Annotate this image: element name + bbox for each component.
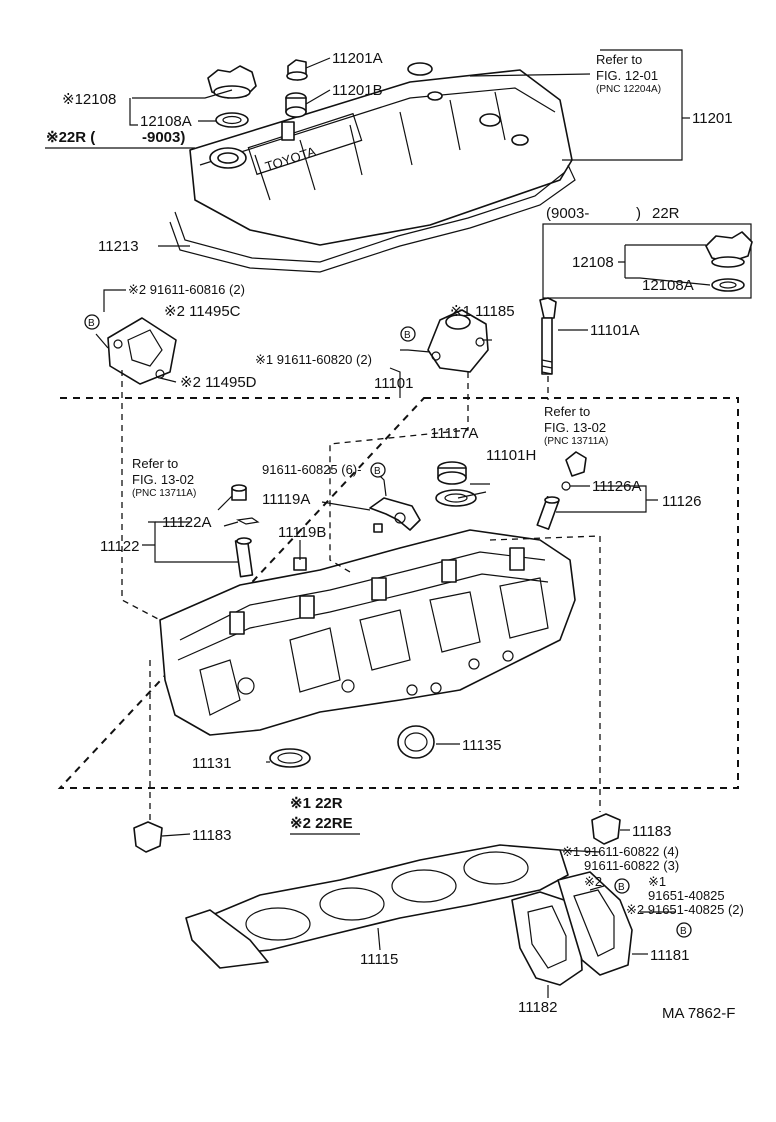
label-bolt-91651-c: ※2 91651-40825 (2) xyxy=(626,902,744,917)
badge-b-3-text: B xyxy=(374,466,381,477)
alignment-lines xyxy=(121,370,601,822)
oil-cap-gasket-12108a xyxy=(215,112,249,128)
badge-b-2: B xyxy=(400,326,416,342)
label-12108-top: ※12108 xyxy=(62,91,116,108)
label-12108a-box: 12108A xyxy=(642,277,694,294)
plate-11181 xyxy=(557,871,633,976)
label-mark-2: ※2 xyxy=(584,874,602,889)
label-11185: ※1 11185 xyxy=(450,303,515,320)
label-bolt-91651-a: ※1 xyxy=(648,874,666,889)
label-11495d: ※2 11495D xyxy=(180,374,257,391)
label-11119a: 11119A xyxy=(262,491,310,508)
valve-seal-refer xyxy=(231,484,247,501)
label-11101h: 11101H xyxy=(486,447,536,464)
label-bolt-91611-60825: 91611-60825 (6)- xyxy=(262,462,362,477)
cover-grommet-11201b xyxy=(285,92,307,118)
label-11201: 11201 xyxy=(692,110,733,127)
seal-11131 xyxy=(269,748,311,768)
label-11117a: 11117A xyxy=(430,425,478,442)
label-12108a-top: 12108A xyxy=(140,113,192,130)
label-11122a: 11122A xyxy=(162,514,212,531)
plug-11183-right xyxy=(591,813,621,845)
badge-b-2-text: B xyxy=(404,330,411,341)
label-11122: 11122 xyxy=(100,538,140,555)
head-stud-11101a xyxy=(539,297,557,375)
label-refer3-c: (PNC 13711A) xyxy=(544,436,608,447)
label-refer3-a: Refer to xyxy=(544,404,590,419)
injector-11126 xyxy=(536,496,560,530)
label-box-a: (9003- xyxy=(546,205,589,222)
label-11126a: 11126A xyxy=(592,478,642,495)
label-refer1-c: (PNC 12204A) xyxy=(596,84,661,95)
badge-b-4: B xyxy=(614,878,630,894)
label-11181: 11181 xyxy=(650,947,690,964)
plug-11126a xyxy=(561,451,587,491)
label-bolt-91611-60820: ※1 91611-60820 (2) xyxy=(255,352,372,367)
label-bolt-91651-b: 91651-40825 xyxy=(648,888,725,903)
cover-nut-11201a xyxy=(286,59,308,81)
label-refer1-b: FIG. 12-01 xyxy=(596,68,658,83)
cylinder-head-11101 xyxy=(159,529,576,736)
valve-cover-11201: TOYOTA xyxy=(189,62,573,246)
label-box-b: ) xyxy=(636,205,641,222)
label-11183-right: 11183 xyxy=(632,823,672,840)
label-11135: 11135 xyxy=(462,737,502,754)
label-11495c: ※2 11495C xyxy=(164,303,241,320)
label-11213: 11213 xyxy=(98,238,139,255)
oil-filler-cap-12108 xyxy=(207,65,257,99)
badge-b-3: B xyxy=(370,462,386,478)
label-11119b: 11119B xyxy=(278,524,326,541)
clip-11122a xyxy=(236,517,260,525)
label-22r-engine-b: -9003) xyxy=(142,129,185,146)
label-bolt-91611-60822-b: 91611-60822 (3) xyxy=(584,858,679,873)
label-legend-1: ※1 22R xyxy=(290,795,343,812)
label-refer2-c: (PNC 13711A) xyxy=(132,488,196,499)
label-11182: 11182 xyxy=(518,999,558,1016)
leader-lines xyxy=(45,49,711,998)
oil-cap-gasket-12108a-inset xyxy=(711,278,745,292)
label-11131: 11131 xyxy=(192,755,232,772)
label-11126: 11126 xyxy=(662,493,702,510)
inset-box-22r xyxy=(542,223,752,299)
plug-11183-left xyxy=(133,821,163,853)
label-11201a: 11201A xyxy=(332,50,383,67)
oil-filler-cap-12108-inset xyxy=(705,231,753,268)
head-assembly-box xyxy=(57,397,739,789)
bracket-11119a xyxy=(369,497,421,531)
label-bolt-91611-60822-a: ※1 91611-60822 (4) xyxy=(562,844,679,859)
label-refer3-b: FIG. 13-02 xyxy=(544,420,606,435)
badge-b-1: B xyxy=(84,314,100,330)
label-refer2-b: FIG. 13-02 xyxy=(132,472,194,487)
cover-gasket-11213 xyxy=(169,164,576,273)
head-gasket-11115 xyxy=(185,844,569,969)
label-11101a: 11101A xyxy=(590,322,640,339)
pin-11119a-small xyxy=(373,523,383,533)
label-refer1-a: Refer to xyxy=(596,52,642,67)
badge-b-5: B xyxy=(676,922,692,938)
seal-11101h xyxy=(435,489,477,507)
badge-b-1-text: B xyxy=(88,318,95,329)
label-22r-engine-a: ※22R ( xyxy=(46,129,95,146)
label-legend-2: ※2 22RE xyxy=(290,815,353,832)
badge-b-5-text: B xyxy=(680,926,687,937)
cover-plate-11495c xyxy=(107,317,177,385)
badge-b-4-text: B xyxy=(618,882,625,893)
water-outlet-11185 xyxy=(427,309,489,373)
label-11115: 11115 xyxy=(360,951,398,968)
label-11201b: 11201B xyxy=(332,82,383,99)
label-12108-box: 12108 xyxy=(572,254,614,271)
label-bolt-91611-60816: ※2 91611-60816 (2) xyxy=(128,282,245,297)
label-11183-left: 11183 xyxy=(192,827,232,844)
label-refer2-a: Refer to xyxy=(132,456,178,471)
plug-11117a xyxy=(437,461,467,485)
label-11101: 11101 xyxy=(374,375,414,392)
label-box-c: 22R xyxy=(652,205,680,222)
gasket-11182 xyxy=(511,891,583,986)
plug-11135 xyxy=(397,725,435,759)
footer-code: MA 7862-F xyxy=(662,1005,735,1022)
valve-guide-11122 xyxy=(234,537,254,578)
